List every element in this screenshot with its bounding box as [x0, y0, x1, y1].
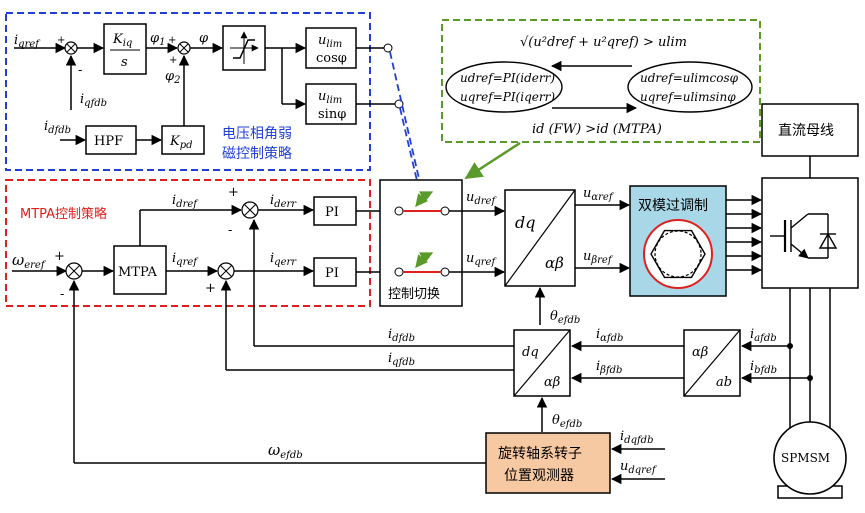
- svg-text:udref=PI(iderr): udref=PI(iderr): [460, 71, 555, 85]
- fw-condition-formula: √(u²dref + u²qref) > ulim: [520, 35, 687, 50]
- pi-d-block: [313, 196, 357, 226]
- fw-iqref-label: iqref: [14, 33, 41, 50]
- svg-text:dq: dq: [522, 345, 539, 360]
- inverter-block: [761, 177, 859, 289]
- svg-text:uqref=PI(iqerr): uqref=PI(iqerr): [460, 90, 555, 104]
- svg-text:PI: PI: [325, 266, 339, 281]
- svg-text:位置观测器: 位置观测器: [504, 468, 574, 484]
- mtpa-strategy-label: MTPA控制策略: [20, 206, 107, 222]
- spmsm-motor: [773, 421, 847, 495]
- overmodulation-label: 双模过调制: [638, 198, 708, 214]
- svg-text:+: +: [54, 249, 65, 264]
- svg-text:uqref=ulimsinφ: uqref=ulimsinφ: [640, 90, 736, 104]
- svg-text:iafdb: iafdb: [750, 327, 777, 344]
- svg-text:αβ: αβ: [544, 375, 560, 390]
- svg-text:+: +: [228, 185, 239, 200]
- svg-text:ulim: ulim: [318, 89, 342, 106]
- svg-text:cosφ: cosφ: [316, 51, 347, 66]
- svg-text:s: s: [121, 55, 128, 70]
- phi-label: φ: [199, 31, 209, 46]
- svg-text:HPF: HPF: [94, 134, 123, 149]
- svg-text:-: -: [78, 63, 82, 78]
- svg-text:ulim: ulim: [318, 33, 342, 50]
- fw-condition-frame: [441, 19, 761, 143]
- svg-text:sinφ: sinφ: [318, 107, 346, 122]
- dc-bus-label: 直流母线: [778, 122, 834, 139]
- omega-efdb-label: ωefdb: [268, 441, 303, 461]
- phi1-label: φ1: [150, 31, 165, 48]
- svg-text:旋转轴系转子: 旋转轴系转子: [498, 446, 582, 462]
- control-switch-label: 控制切换: [388, 287, 440, 302]
- rotor-position-observer: [485, 432, 611, 494]
- svg-text:PI: PI: [325, 205, 339, 220]
- phi2-label: φ2: [165, 69, 180, 86]
- svg-text:udref: udref: [466, 190, 497, 207]
- svg-text:idqfdb: idqfdb: [620, 429, 653, 446]
- pi-mode-ellipse: [445, 61, 563, 113]
- fw-idfdb-label: idfdb: [44, 119, 71, 136]
- hpf-block: [85, 125, 137, 155]
- svg-text:Kpd: Kpd: [169, 134, 193, 151]
- svg-text:ibfdb: ibfdb: [750, 359, 777, 376]
- svg-text:αβ: αβ: [692, 345, 708, 360]
- fw-iqfdb-label: iqfdb: [80, 92, 107, 109]
- voltage-mode-ellipse: [627, 61, 753, 113]
- svg-text:θefdb: θefdb: [552, 413, 582, 430]
- omega-eref-label: ωeref: [12, 251, 47, 271]
- svg-text:iqref: iqref: [172, 251, 199, 268]
- svg-text:MTPA: MTPA: [118, 265, 158, 280]
- svg-text:+: +: [169, 55, 177, 66]
- svg-text:+: +: [205, 281, 216, 296]
- svg-text:iβfdb: iβfdb: [596, 359, 622, 376]
- svg-text:iderr: iderr: [270, 193, 297, 210]
- svg-text:udqref: udqref: [620, 459, 658, 476]
- svg-text:uαref: uαref: [583, 186, 615, 203]
- svg-text:udref=ulimcosφ: udref=ulimcosφ: [640, 71, 739, 85]
- svg-text:Kiq: Kiq: [112, 32, 132, 49]
- fw-switch-condition: id (FW) >id (MTPA): [532, 122, 662, 137]
- svg-text:idref: idref: [172, 193, 199, 210]
- svg-text:+: +: [168, 35, 176, 46]
- fw-strategy-label: 电压相角弱: [222, 126, 292, 142]
- kiq-block: [103, 23, 147, 75]
- svg-text:idfdb: idfdb: [388, 327, 415, 344]
- dc-bus-block: [761, 103, 859, 157]
- spmsm-label: SPMSM: [781, 451, 830, 465]
- svg-text:ab: ab: [716, 375, 732, 390]
- kpd-block: [161, 125, 205, 155]
- svg-text:uqref: uqref: [466, 251, 497, 268]
- svg-text:+: +: [57, 35, 65, 46]
- svg-text:iαfdb: iαfdb: [596, 327, 623, 344]
- svg-text:磁控制策略: 磁控制策略: [222, 145, 292, 162]
- svg-text:-: -: [228, 223, 232, 238]
- mtpa-strategy-frame: [5, 179, 371, 307]
- svg-text:uβref: uβref: [583, 249, 614, 266]
- pi-q-block: [313, 257, 357, 287]
- svg-text:-: -: [60, 287, 64, 302]
- fw-strategy-frame: [5, 12, 371, 171]
- svg-text:iqerr: iqerr: [270, 251, 297, 268]
- svg-text:θefdb: θefdb: [550, 309, 580, 326]
- svg-text:αβ: αβ: [545, 254, 564, 272]
- mtpa-block: [113, 245, 167, 295]
- svg-text:iqfdb: iqfdb: [388, 351, 415, 368]
- svg-text:dq: dq: [515, 213, 535, 232]
